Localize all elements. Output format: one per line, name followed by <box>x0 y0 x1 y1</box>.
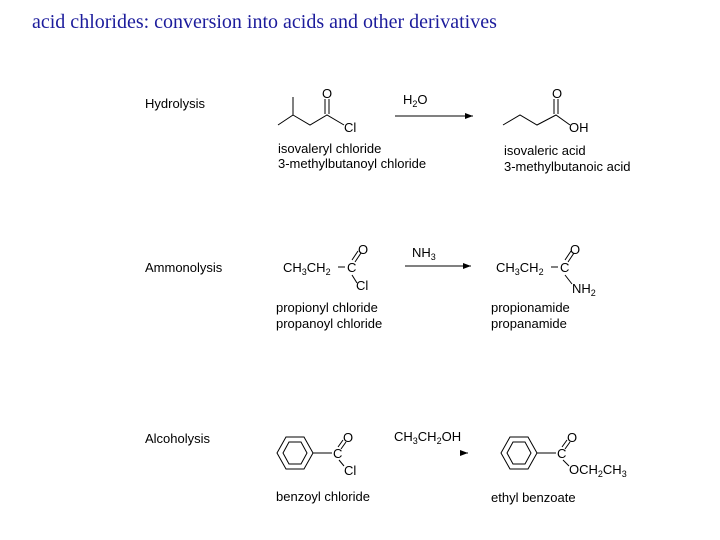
reactant-iupac-name: propanoyl chloride <box>276 316 382 331</box>
atom-chlorine: Cl <box>344 463 356 478</box>
atom-oxygen: O <box>570 242 580 257</box>
atom-oxygen: O <box>343 430 353 445</box>
reactant-name: propionyl chloride <box>276 300 378 315</box>
ethyl-benzoate-structure: C O OCH2CH3 <box>500 430 627 479</box>
atom-oxygen: O <box>552 86 562 101</box>
atom-carbon: C <box>333 446 342 461</box>
reagent-ammonia: NH3 <box>412 245 436 262</box>
product-iupac-name: propanamide <box>491 316 567 331</box>
atom-oxygen: O <box>358 242 368 257</box>
reactant-name: benzoyl chloride <box>276 489 370 504</box>
ammonolysis-reaction: Ammonolysis CH3CH2 C O Cl NH3 CH3CH2 C O… <box>145 242 596 331</box>
product-name: ethyl benzoate <box>491 490 576 505</box>
alcoholysis-reaction: Alcoholysis C O Cl CH3CH2OH C O OCH2CH3 … <box>145 429 627 505</box>
propionamide-structure: CH3CH2 C O NH2 <box>496 242 596 298</box>
atom-chlorine: Cl <box>356 278 368 293</box>
atom-carbon: C <box>347 260 356 275</box>
ethyl-group: CH3CH2 <box>283 260 331 277</box>
reactant-name: isovaleryl chloride <box>278 141 381 156</box>
reactant-iupac-name: 3-methylbutanoyl chloride <box>278 156 426 171</box>
isovaleric-acid-structure: O OH <box>502 86 589 135</box>
product-iupac-name: 3-methylbutanoic acid <box>504 159 630 174</box>
ethyl-group: CH3CH2 <box>496 260 544 277</box>
atom-carbon: C <box>560 260 569 275</box>
product-name: propionamide <box>491 300 570 315</box>
atom-oxygen: O <box>567 430 577 445</box>
reaction-label-ammonolysis: Ammonolysis <box>145 260 223 275</box>
benzoyl-chloride-structure: C O Cl <box>276 430 356 478</box>
atom-hydroxyl: OH <box>569 120 589 135</box>
hydrolysis-reaction: Hydrolysis O Cl H2O O OH isovaleryl chlo… <box>145 86 630 174</box>
page-title: acid chlorides: conversion into acids an… <box>32 11 497 33</box>
isovaleryl-chloride-structure: O Cl <box>277 86 356 135</box>
reagent-ethanol: CH3CH2OH <box>394 429 461 446</box>
amino-group: NH2 <box>572 281 596 298</box>
atom-carbon: C <box>557 446 566 461</box>
atom-chlorine: Cl <box>344 120 356 135</box>
atom-oxygen: O <box>322 86 332 101</box>
reagent-water: H2O <box>403 92 428 109</box>
reaction-label-hydrolysis: Hydrolysis <box>145 96 205 111</box>
product-name: isovaleric acid <box>504 143 586 158</box>
ethoxy-group: OCH2CH3 <box>569 462 627 479</box>
reaction-label-alcoholysis: Alcoholysis <box>145 431 211 446</box>
propionyl-chloride-structure: CH3CH2 C O Cl <box>283 242 368 293</box>
